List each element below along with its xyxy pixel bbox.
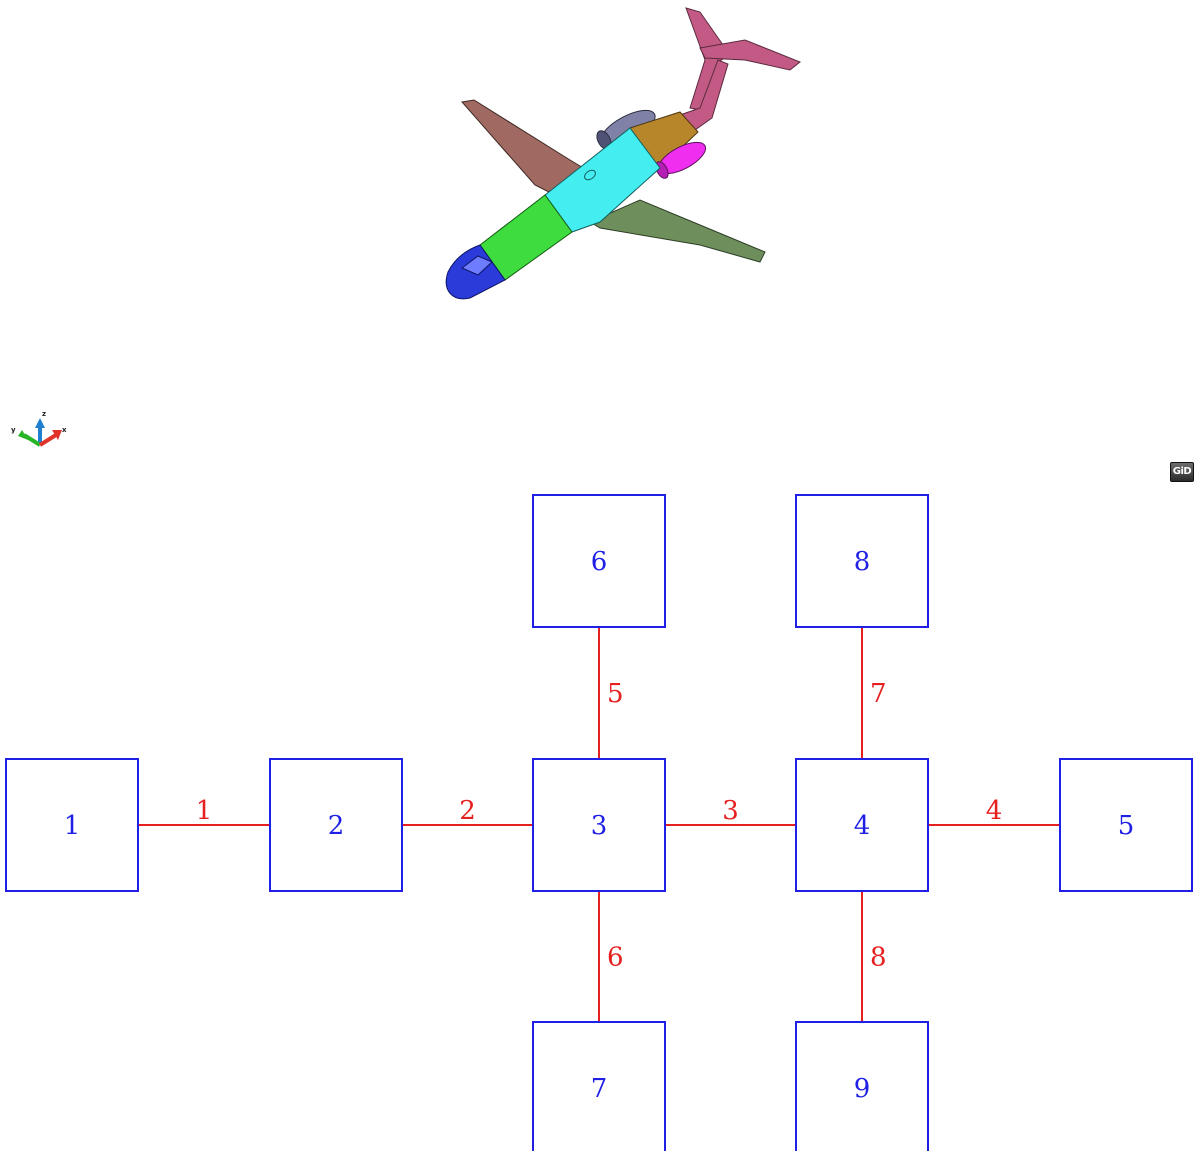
- node-box-4: [795, 758, 929, 892]
- airplane-model: [445, 7, 801, 300]
- fuselage-window: [584, 169, 596, 181]
- axis-label-y: y: [11, 426, 16, 434]
- edge-label-3: 3: [722, 796, 739, 826]
- axes-triad: y z x: [11, 410, 67, 447]
- node-box-1: [5, 758, 139, 892]
- node-box-6: [532, 494, 666, 628]
- edge-label-1: 1: [196, 796, 213, 826]
- axis-label-z: z: [42, 410, 46, 418]
- node-box-2: [269, 758, 403, 892]
- node-label-9: 9: [854, 1074, 871, 1104]
- axis-label-x: x: [62, 426, 67, 434]
- gid-logo: GiD: [1170, 462, 1194, 482]
- node-label-2: 2: [328, 811, 345, 841]
- node-label-7: 7: [591, 1074, 608, 1104]
- horizontal-stabilizer: [699, 39, 801, 71]
- node-label-8: 8: [854, 547, 871, 577]
- edge-label-2: 2: [459, 796, 476, 826]
- edge-label-6: 6: [607, 943, 624, 973]
- right-wing: [588, 199, 766, 263]
- node-box-7: [532, 1021, 666, 1151]
- node-label-5: 5: [1118, 811, 1135, 841]
- node-label-1: 1: [64, 811, 81, 841]
- edge-label-7: 7: [870, 679, 887, 709]
- node-box-8: [795, 494, 929, 628]
- node-box-5: [1059, 758, 1193, 892]
- node-label-6: 6: [591, 547, 608, 577]
- right-engine: [655, 141, 707, 179]
- node-box-3: [532, 758, 666, 892]
- edge-label-8: 8: [870, 943, 887, 973]
- edges-layer: 1 2 3 4 5 6 7 8: [138, 627, 1060, 1022]
- nodes-layer: 1 2 3 4 5 6 7 8 9: [5, 494, 1193, 1151]
- node-box-9: [795, 1021, 929, 1151]
- edge-label-5: 5: [607, 679, 624, 709]
- edge-label-4: 4: [986, 796, 1003, 826]
- cockpit-windows: [461, 255, 493, 276]
- node-label-4: 4: [854, 811, 871, 841]
- node-label-3: 3: [591, 811, 608, 841]
